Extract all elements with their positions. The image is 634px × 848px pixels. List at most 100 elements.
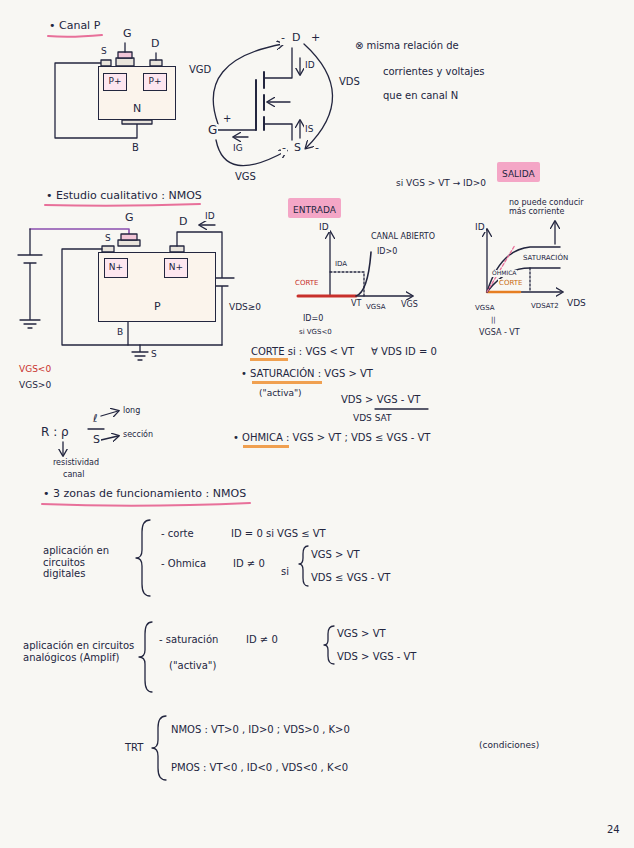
handwritten-heading: G	[207, 124, 218, 138]
source-wire	[264, 124, 292, 140]
vgs-arc	[216, 140, 286, 166]
handwritten-note: VDS	[566, 298, 587, 308]
handwritten-note: ("activa")	[168, 660, 217, 672]
handwritten-note: - Ohmica	[160, 558, 207, 570]
source-current-arrow	[299, 121, 300, 138]
handwritten-note: VGS > VT	[310, 549, 361, 561]
handwritten-note: ÓHMICA	[491, 270, 517, 277]
handwritten-heading: S	[293, 142, 302, 155]
handwritten-heading: D	[178, 216, 188, 229]
handwritten-note: VGS	[234, 171, 257, 183]
handwritten-note: VGSA - VT	[478, 328, 521, 337]
handwritten-note: no puede conducir más corriente	[508, 198, 592, 216]
limit-arrow	[554, 222, 555, 244]
node-text: P+	[109, 77, 122, 87]
handwritten-note: que en canal N	[382, 90, 459, 102]
handwritten-note: si VGS<0	[298, 328, 333, 336]
p-plus-region: P+	[103, 73, 127, 91]
handwritten-note: CORTE si : VGS < VT	[250, 346, 355, 358]
drain-current-arrow	[200, 224, 215, 225]
handwritten-note: - saturación	[158, 634, 219, 646]
handwritten-note: VDSAT2	[530, 302, 560, 310]
cutoff-mark	[298, 295, 356, 298]
handwritten-heading: G	[122, 28, 133, 41]
handwritten-note: +	[222, 113, 232, 125]
p-substrate: PN+N+	[98, 252, 216, 322]
node-text: ENTRADA	[293, 205, 336, 215]
heading-underline	[45, 204, 200, 206]
handwritten-note: VGS<0	[18, 364, 52, 374]
fraction-line	[88, 428, 104, 429]
handwritten-note: CORTE	[498, 279, 523, 287]
handwritten-note: ID	[304, 60, 316, 70]
handwritten-heading: D	[291, 32, 301, 45]
handwritten-note: VGS>0	[18, 380, 52, 390]
gate-current-arrow	[234, 136, 248, 137]
handwritten-note: si	[280, 566, 290, 578]
handwritten-note: CANAL ABIERTO	[370, 232, 436, 241]
handwritten-note: VGSA	[365, 303, 387, 311]
handwritten-note: NMOS : VT>0 , ID>0 ; VDS>0 , K>0	[170, 724, 351, 736]
highlight-tag: ENTRADA	[288, 198, 341, 218]
ground-symbol	[132, 345, 148, 360]
handwritten-note: aplicación en circuitos analógicos (Ampl…	[22, 640, 136, 663]
curly-brace	[152, 716, 166, 780]
curly-brace	[139, 622, 152, 692]
handwritten-heading: S	[92, 434, 101, 447]
node-text: N	[133, 103, 141, 115]
handwritten-heading: R : ρ	[40, 426, 70, 440]
handwritten-note: si VGS > VT → ID>0	[395, 178, 487, 188]
handwritten-note: VDS ≤ VGS - VT	[310, 572, 391, 584]
handwritten-note: VDS SAT	[352, 413, 393, 423]
handwritten-note: IG	[232, 143, 244, 153]
gate-wire	[218, 129, 256, 130]
p-plus-region: P+	[143, 73, 167, 91]
leader-arrow	[101, 436, 118, 440]
output-curve	[487, 268, 560, 292]
handwritten-note: ID ≠ 0	[232, 558, 266, 570]
handwritten-note: - corte	[160, 528, 195, 540]
handwritten-note: (condiciones)	[478, 740, 540, 750]
gate-oxide	[116, 58, 134, 66]
handwritten-note: B	[131, 142, 140, 154]
handwritten-note: S	[150, 349, 158, 359]
handwritten-note: S	[100, 46, 108, 56]
drain-lead	[155, 53, 156, 60]
handwritten-note: • OHMICA : VGS > VT ; VDS ≤ VGS - VT	[232, 432, 431, 444]
n-plus-region: N+	[164, 258, 188, 278]
body-lead	[127, 322, 128, 345]
handwritten-heading: • 3 zonas de funcionamiento : NMOS	[42, 488, 247, 501]
x-axis	[298, 295, 412, 296]
handwritten-note: ("activa")	[258, 388, 303, 398]
fraction-line	[375, 408, 428, 409]
handwritten-note: ID ≠ 0	[245, 634, 279, 646]
handwritten-note: corrientes y voltajes	[382, 66, 486, 78]
handwritten-heading: • Estudio cualitativo : NMOS	[45, 190, 203, 203]
y-axis	[329, 232, 330, 296]
handwritten-heading: +	[310, 32, 321, 45]
handwritten-note: aplicación en circuitos digitales	[42, 545, 126, 580]
handwritten-note: VGSA	[474, 304, 496, 312]
body-arrow	[268, 101, 290, 102]
node-text: SALIDA	[502, 169, 535, 179]
drain-current-arrow	[299, 58, 300, 74]
handwritten-note: VDS	[338, 76, 361, 88]
body-contact	[122, 120, 152, 124]
handwritten-note: VDS≥0	[228, 302, 262, 312]
curly-brace	[136, 520, 150, 596]
heading-underline	[42, 503, 250, 506]
highlight-mark	[243, 445, 289, 448]
node-text: P+	[149, 77, 162, 87]
handwritten-heading: -	[281, 142, 287, 155]
guide-dots	[529, 268, 530, 292]
handwritten-note: B	[116, 327, 124, 337]
handwritten-heading: G	[124, 212, 135, 225]
handwritten-note: ∀ VDS ID = 0	[370, 346, 438, 358]
highlight-mark	[252, 381, 322, 384]
handwritten-heading: • Canal P	[48, 20, 101, 33]
handwritten-note: VT	[350, 299, 362, 308]
x-axis	[487, 291, 562, 292]
vgd-arc	[213, 44, 283, 124]
handwritten-note: ID = 0 si VGS ≤ VT	[230, 528, 327, 540]
